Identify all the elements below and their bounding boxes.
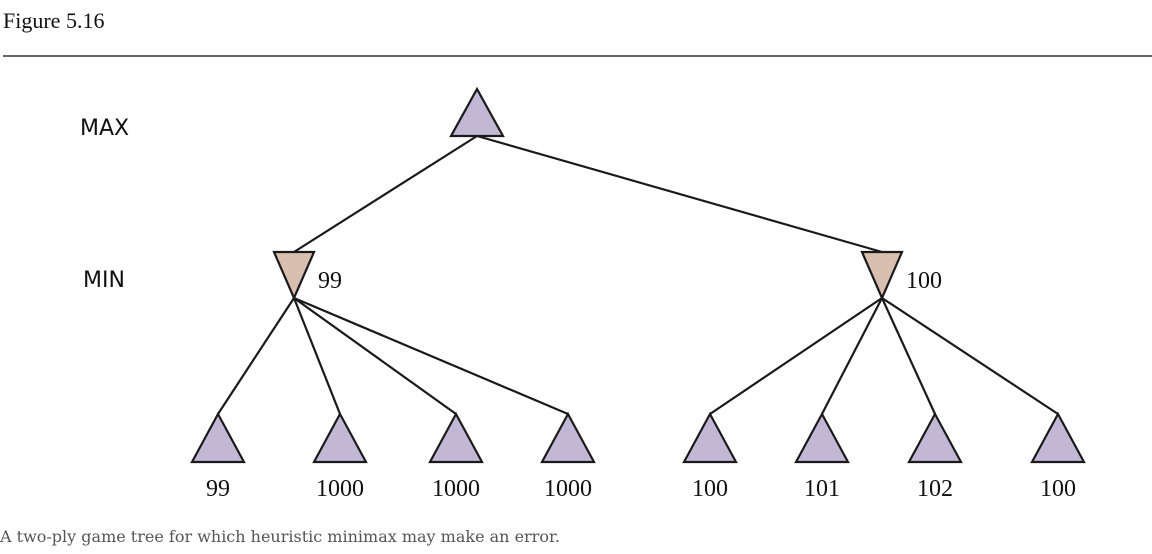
edge-min-to-leaf	[293, 296, 569, 416]
leaf-value: 101	[804, 476, 840, 502]
leaf-node	[682, 411, 738, 464]
leaf-value: 1000	[544, 476, 592, 502]
min-node-value: 99	[318, 268, 342, 294]
leaf-node	[428, 411, 484, 464]
leaf-value: 102	[917, 476, 953, 502]
game-tree-diagram: MAX MIN 99 99 1000 1000 1000 100 100 101 102 100	[80, 86, 1086, 502]
leaf-node	[1030, 411, 1086, 464]
leaf-node	[794, 411, 850, 464]
edge-min-to-leaf	[293, 297, 457, 415]
figure-caption: A two-ply game tree for which heuristic …	[0, 527, 560, 546]
edge-min-to-leaf	[881, 297, 1059, 415]
leaf-value: 1000	[316, 476, 364, 502]
min-node	[860, 250, 904, 301]
level-label-min: MIN	[83, 268, 125, 293]
figure-title: Figure 5.16	[3, 8, 105, 33]
edge-min-to-leaf	[217, 297, 295, 415]
leaf-value: 99	[206, 476, 230, 502]
leaf-value: 100	[1040, 476, 1076, 502]
edge-min-to-leaf	[292, 297, 342, 415]
edge-root-to-min	[476, 134, 883, 254]
max-root-node	[449, 86, 505, 138]
edge-min-to-leaf	[880, 297, 937, 415]
edge-root-to-min	[293, 135, 478, 253]
leaf-value: 100	[692, 476, 728, 502]
header-divider	[3, 55, 1152, 57]
leaf-node	[190, 411, 246, 464]
edge-min-to-leaf	[821, 297, 883, 415]
leaf-node	[540, 411, 596, 464]
leaf-node	[312, 411, 368, 464]
level-label-max: MAX	[80, 116, 129, 141]
leaf-node	[907, 411, 963, 464]
min-node-value: 100	[906, 268, 942, 294]
edge-min-to-leaf	[709, 297, 883, 415]
leaf-value: 1000	[432, 476, 480, 502]
min-node	[272, 250, 316, 301]
